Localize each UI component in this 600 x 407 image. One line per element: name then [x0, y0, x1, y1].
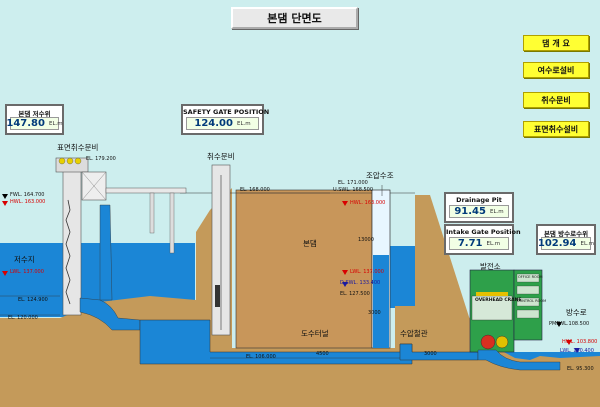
- surge-lwl-label: LWL. 137.000: [350, 269, 384, 275]
- safety-gate-value: 124.00: [194, 118, 233, 129]
- surge-tank-label: 조압수조: [366, 171, 394, 180]
- safety-gate-title: SAFETY GATE POSITION: [183, 108, 270, 116]
- intake-gate-position-unit: EL.m: [486, 240, 501, 247]
- el-179-label: EL. 179.200: [86, 156, 116, 162]
- menu-dam-overview-button[interactable]: 댐 개 요: [523, 35, 589, 51]
- diameter-13000-label: 13000: [358, 237, 374, 243]
- pmfwl-label: PMFWL.108.500: [549, 321, 590, 327]
- menu-spillway-button[interactable]: 여수로설비: [523, 62, 589, 78]
- dswl-label: D.SWL. 133.400: [340, 280, 381, 286]
- intake-gate-position-value: 7.71: [457, 238, 483, 249]
- tunnel-label: 도수터널: [301, 329, 329, 338]
- powerhouse-label: 발전소: [480, 262, 501, 271]
- fwl-label: FWL. 164.700: [10, 192, 45, 198]
- reservoir-lwl-label: LWL. 137.000: [10, 269, 44, 275]
- menu-intake-gate-button[interactable]: 취수문비: [523, 92, 589, 108]
- el-127-label: EL. 127.500: [340, 291, 370, 297]
- drainage-pit-unit: EL.m: [489, 208, 504, 215]
- drainage-pit-value: 91.45: [454, 206, 486, 217]
- control-room-label: CONTROL ROOM: [517, 299, 547, 303]
- drainage-pit-title: Drainage Pit: [456, 196, 502, 204]
- reservoir-level-unit: EL.m: [48, 120, 63, 127]
- menu-surface-intake-button[interactable]: 표면취수설비: [523, 121, 589, 137]
- surface-intake-tower: [62, 169, 82, 316]
- reservoir-hwl-label: HWL. 163.000: [10, 199, 46, 205]
- overhead-crane-label: OVERHEAD CRANE: [475, 298, 522, 303]
- tailrace-label: 방수로: [566, 308, 587, 317]
- reservoir-label: 저수지: [14, 255, 35, 264]
- el-168-label: EL. 168.000: [240, 187, 270, 193]
- intake-gate-position-title: Intake Gate Position: [446, 228, 521, 236]
- diameter-3000-label: 3000: [368, 310, 381, 316]
- downstream-slope: [415, 195, 470, 320]
- tailwater-level-title: 본댐 방수로수위: [543, 230, 589, 238]
- surge-hwl-label: HWL. 163.000: [350, 200, 386, 206]
- el-120-label: EL. 120.000: [8, 315, 38, 321]
- el-106-label: EL. 106.000: [246, 354, 276, 360]
- tailrace-lwl-label: LWL. 100.400: [560, 348, 594, 354]
- el-171-label: EL. 171.000: [338, 180, 368, 186]
- safety-gate-unit: EL.m: [236, 120, 251, 127]
- tailwater-level-unit: EL.m: [580, 240, 595, 247]
- diameter-4500-label: 4500: [316, 351, 329, 357]
- page-title: 본댐 단면도: [231, 7, 358, 29]
- diameter-3000b-label: 3000: [424, 351, 437, 357]
- el-95-label: EL. 95.300: [567, 366, 594, 372]
- tailrace-outflow: [477, 349, 561, 371]
- office-room-label: OFFICE ROOM: [518, 275, 543, 279]
- reservoir-level-title: 본댐 저수위: [18, 110, 51, 118]
- uswl-label: U.SWL. 168.500: [333, 187, 374, 193]
- tailwater-level-value: 102.94: [537, 238, 577, 249]
- dam-label: 본댐: [303, 239, 317, 248]
- penstock-label: 수압철관: [400, 329, 428, 338]
- el-124-label: EL. 124.900: [18, 297, 48, 303]
- surface-intake-label: 표면취수문비: [57, 143, 99, 152]
- intake-gate-label: 취수문비: [207, 152, 235, 161]
- reservoir-level-value: 147.80: [6, 118, 45, 129]
- dam-body: [235, 189, 373, 349]
- tailrace-hwl-label: HWL. 103.800: [562, 339, 598, 345]
- access-bridge: [105, 187, 187, 194]
